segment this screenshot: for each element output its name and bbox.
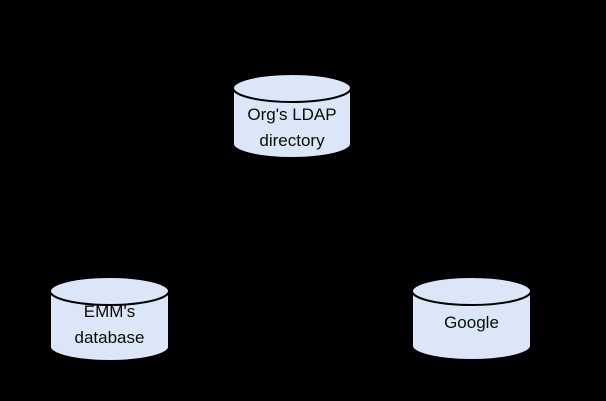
label-line: Google bbox=[444, 313, 499, 332]
database-cylinder-icon bbox=[411, 276, 532, 361]
label-line: EMM's bbox=[83, 302, 136, 321]
label-line: Org's LDAP bbox=[247, 105, 337, 124]
database-cylinder-icon bbox=[49, 276, 170, 362]
node-orgs-ldap-directory: Org's LDAP directory bbox=[232, 73, 352, 159]
label-line: database bbox=[74, 328, 145, 347]
database-cylinder-icon bbox=[232, 73, 352, 159]
node-label-google: Google bbox=[411, 310, 532, 336]
node-emms-database: EMM's database bbox=[49, 276, 170, 362]
node-label-orgs-ldap-directory: Org's LDAP directory bbox=[232, 102, 352, 154]
node-label-emms-database: EMM's database bbox=[49, 299, 170, 351]
node-google: Google bbox=[411, 276, 532, 361]
label-line: directory bbox=[259, 131, 325, 150]
